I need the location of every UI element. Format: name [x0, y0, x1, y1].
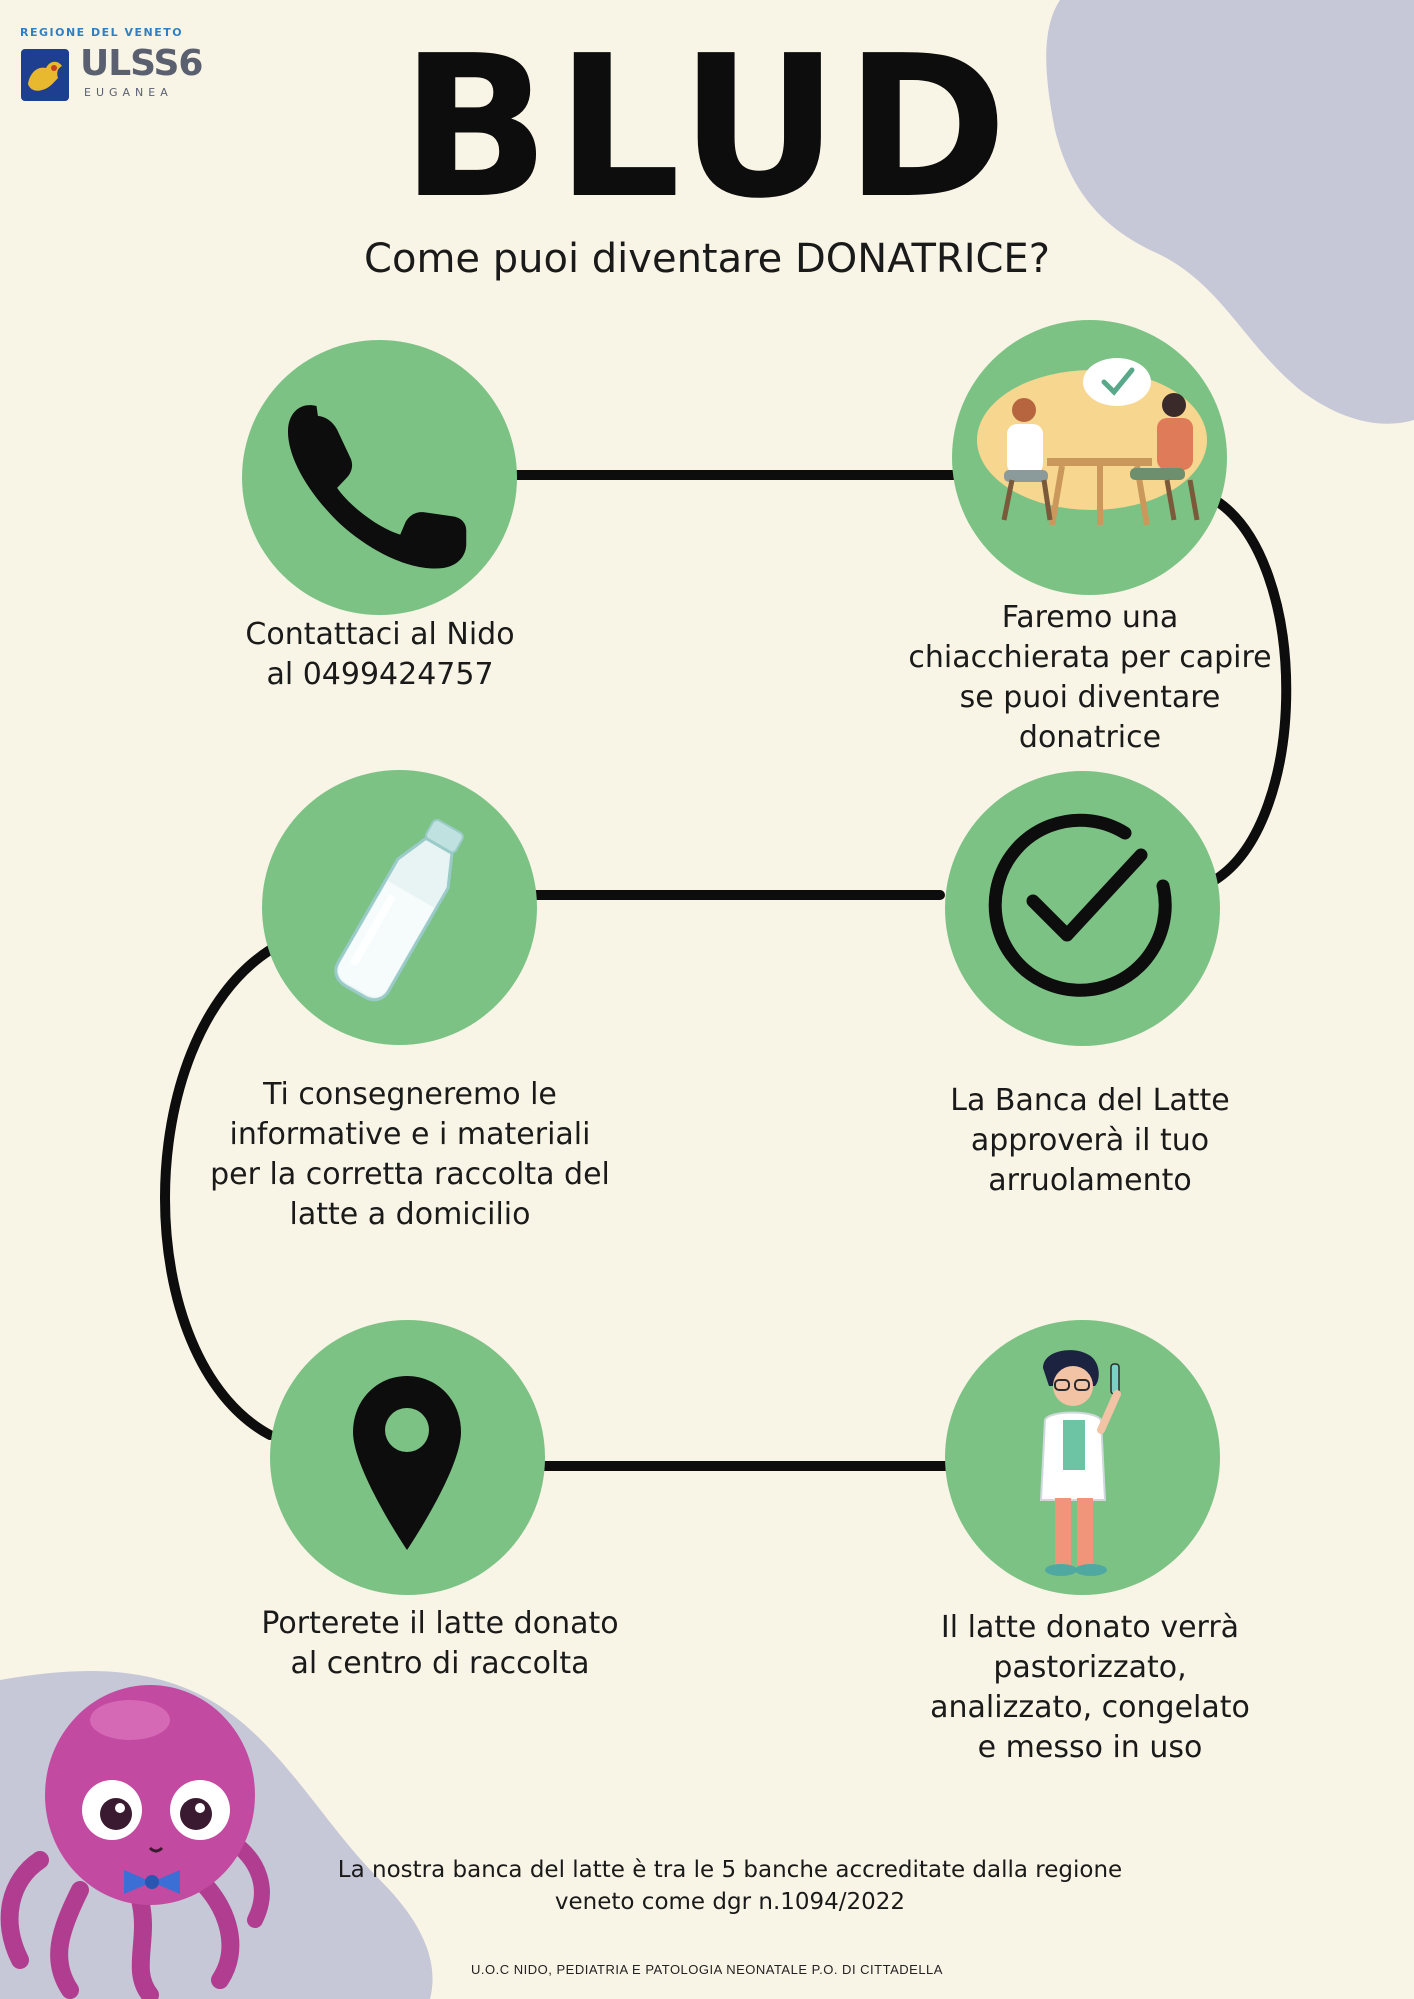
step-2-icon-circle: [952, 320, 1227, 595]
step-3-icon-circle: [945, 771, 1220, 1046]
region-label: REGIONE DEL VENETO: [20, 26, 184, 39]
step-1-text: Contattaci al Nido al 0499424757: [245, 617, 515, 692]
accreditation-note: La nostra banca del latte è tra le 5 ban…: [337, 1857, 1123, 1915]
page-title: BLUD: [400, 14, 1014, 242]
milk-bottle-icon: [334, 819, 464, 1002]
step-4-icon-circle: [262, 770, 537, 1045]
octopus-mascot-icon: [0, 1685, 270, 1999]
ulss6-logo: REGIONE DEL VENETO ULSS6 EUGANEA: [20, 22, 203, 112]
checkmark-circle-icon: [988, 813, 1172, 997]
step-3-text: La Banca del Latte approverà il tuo arru…: [950, 1083, 1230, 1198]
step-1-icon-circle: [242, 340, 517, 615]
scientist-illustration-icon: [1039, 1350, 1121, 1576]
step-5-text: Porterete il latte donato al centro di r…: [261, 1606, 619, 1681]
step-2-text: Faremo una chiacchierata per capire se p…: [908, 600, 1272, 755]
page-subtitle: Come puoi diventare DONATRICE?: [364, 236, 1050, 282]
location-pin-icon: [353, 1376, 461, 1550]
step-5-icon-circle: [270, 1320, 545, 1595]
org-subname: EUGANEA: [84, 86, 173, 99]
conversation-illustration-icon: [977, 358, 1207, 526]
department-credits: U.O.C NIDO, PEDIATRIA E PATOLOGIA NEONAT…: [471, 1962, 943, 1977]
step-6-text: Il latte donato verrà pastorizzato, anal…: [930, 1610, 1250, 1765]
step-4-text: Ti consegneremo le informative e i mater…: [210, 1077, 610, 1232]
phone-icon: [288, 405, 467, 569]
veneto-lion-shield-icon: [21, 49, 69, 101]
org-name: ULSS6: [80, 43, 203, 84]
step-6-icon-circle: [945, 1320, 1220, 1595]
